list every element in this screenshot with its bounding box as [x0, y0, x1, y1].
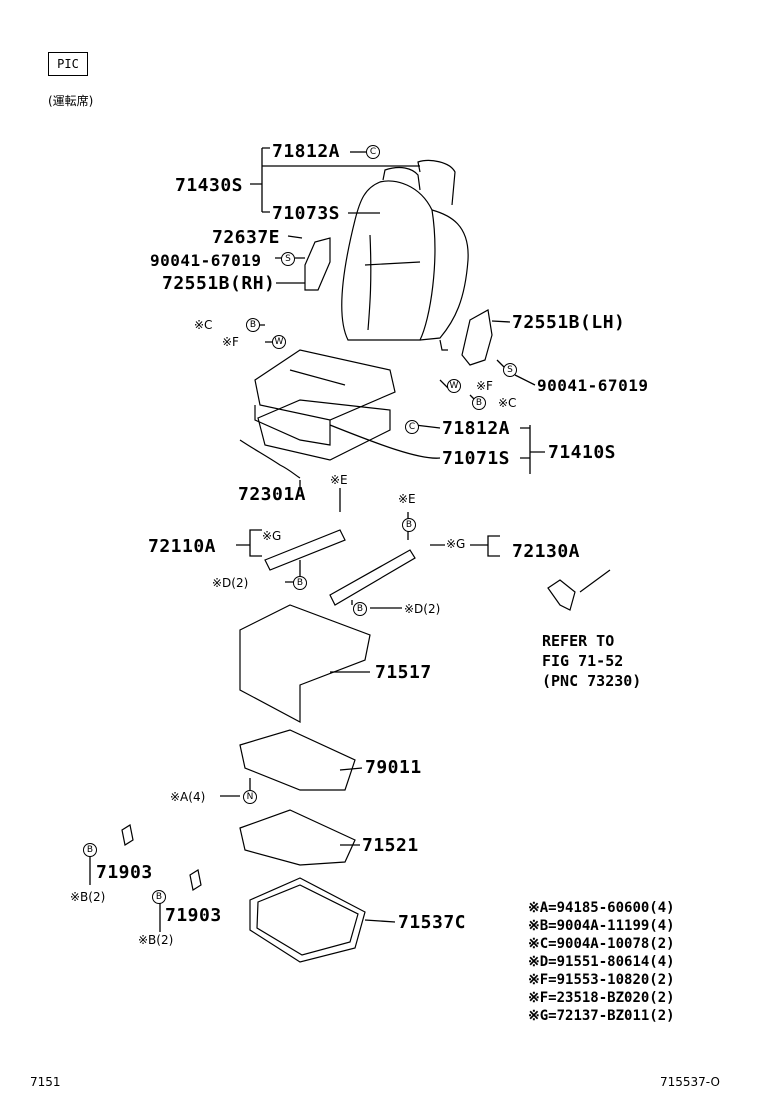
- clip-71903-a-drawing: [121, 824, 134, 846]
- track-72130a-drawing: [329, 549, 416, 606]
- part-71073s: 71073S: [272, 203, 341, 224]
- legend-c: ※C=9004A-10078(2): [528, 936, 675, 952]
- frame-71537c-drawing: [249, 877, 366, 963]
- cover-rh-drawing: [304, 237, 331, 291]
- legend-f1: ※F=91553-10820(2): [528, 972, 675, 988]
- seat-cushion-drawing: [254, 349, 396, 461]
- symbol-n: N: [243, 790, 257, 804]
- part-71537c: 71537C: [398, 912, 467, 933]
- part-71071s: 71071S: [442, 448, 511, 469]
- symbol-w-right: W: [447, 379, 461, 393]
- callout-d-right: ※D(2): [404, 602, 441, 616]
- callout-c-top: ※C: [194, 318, 213, 332]
- seat-back-drawing: [341, 159, 469, 351]
- refer-line-3: (PNC 73230): [542, 672, 642, 690]
- part-71812a-mid: 71812A: [442, 418, 511, 439]
- symbol-w-top: W: [272, 335, 286, 349]
- refer-line-2: FIG 71-52: [542, 652, 624, 670]
- legend-d: ※D=91551-80614(4): [528, 954, 675, 970]
- part-72637e: 72637E: [212, 227, 281, 248]
- symbol-b-71903-b: B: [152, 890, 166, 904]
- part-72130a: 72130A: [512, 541, 581, 562]
- symbol-b-d-right: B: [353, 602, 367, 616]
- symbol-c-top: C: [366, 145, 380, 159]
- pan-79011-drawing: [239, 729, 356, 791]
- part-72551b-rh: 72551B(RH): [162, 273, 276, 294]
- clip-71903-b-drawing: [189, 869, 202, 891]
- callout-b-b: ※B(2): [138, 933, 174, 947]
- symbol-s-right: S: [503, 363, 517, 377]
- symbol-b-right: B: [472, 396, 486, 410]
- symbol-b-71903-a: B: [83, 843, 97, 857]
- symbol-b-top: B: [246, 318, 260, 332]
- leader-lines: [89, 147, 545, 932]
- part-72301a: 72301A: [238, 484, 307, 505]
- legend-b: ※B=9004A-11199(4): [528, 918, 675, 934]
- symbol-s-left: S: [281, 252, 295, 266]
- harness-drawing: [239, 439, 301, 479]
- footer-left-code: 7151: [30, 1075, 61, 1089]
- callout-g-right: ※G: [446, 537, 466, 551]
- part-71517: 71517: [375, 662, 432, 683]
- callout-d-left: ※D(2): [212, 576, 249, 590]
- pic-tag: PIC: [48, 52, 88, 76]
- part-71903-b: 71903: [165, 905, 222, 926]
- symbol-c-mid: C: [405, 420, 419, 434]
- callout-e-right: ※E: [398, 492, 416, 506]
- callout-f-right: ※F: [476, 379, 493, 393]
- shield-71517-drawing: [239, 604, 371, 723]
- part-71521: 71521: [362, 835, 419, 856]
- legend-g: ※G=72137-BZ011(2): [528, 1008, 675, 1024]
- callout-c-right: ※C: [498, 396, 517, 410]
- part-90041-right: 90041-67019: [537, 376, 649, 395]
- legend-f2: ※F=23518-BZ020(2): [528, 990, 675, 1006]
- part-71430s: 71430S: [175, 175, 244, 196]
- callout-e-left: ※E: [330, 473, 348, 487]
- part-72110a: 72110A: [148, 536, 217, 557]
- callout-g-left: ※G: [262, 529, 282, 543]
- part-79011: 79011: [365, 757, 422, 778]
- part-71903-a: 71903: [96, 862, 153, 883]
- cover-lh-drawing: [461, 309, 493, 366]
- callout-f-top: ※F: [222, 335, 239, 349]
- callout-b-a: ※B(2): [70, 890, 106, 904]
- part-71410s: 71410S: [548, 442, 617, 463]
- symbol-b-e-right: B: [402, 518, 416, 532]
- part-90041-left: 90041-67019: [150, 251, 262, 270]
- switch-drawing: [547, 569, 611, 611]
- refer-line-1: REFER TO: [542, 632, 615, 650]
- seat-position-subtitle: (運転席): [48, 94, 94, 108]
- part-72551b-lh: 72551B(LH): [512, 312, 626, 333]
- legend-a: ※A=94185-60600(4): [528, 900, 675, 916]
- callout-a: ※A(4): [170, 790, 206, 804]
- pan-71521-drawing: [239, 809, 356, 866]
- track-72110a-drawing: [264, 529, 346, 571]
- symbol-b-d-left: B: [293, 576, 307, 590]
- footer-right-code: 715537-O: [660, 1075, 720, 1089]
- part-71812a-top: 71812A: [272, 141, 341, 162]
